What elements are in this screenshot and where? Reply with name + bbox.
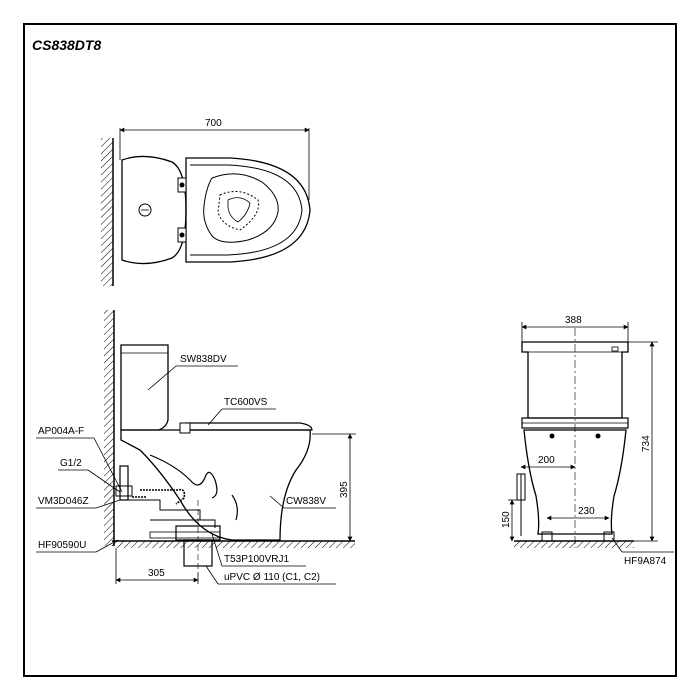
label-flange: HF90590U	[38, 540, 86, 551]
top-view-tank	[121, 155, 187, 265]
floor-bolt-right	[603, 531, 615, 542]
side-view-trapway	[149, 454, 218, 499]
top-view-bowl	[185, 157, 311, 263]
label-bolt: HF9A874	[624, 556, 667, 567]
dim-supply-height: 150	[501, 511, 512, 528]
label-tank: SW838DV	[180, 354, 227, 365]
drawing-border	[23, 23, 677, 677]
label-seat: TC600VS	[224, 397, 268, 408]
label-thread: G1/2	[60, 458, 82, 469]
front-view-bowl	[523, 429, 627, 535]
top-view: 700	[101, 118, 311, 286]
label-valve: VM3D046Z	[38, 496, 89, 507]
top-view-wall-hatch	[101, 138, 113, 286]
side-view-tank	[120, 344, 169, 431]
side-view: 395 305 SW838DV TC600VS AP004A-F G1/2 VM…	[36, 310, 356, 585]
side-view-bowl	[120, 429, 311, 541]
label-bowl: CW838V	[286, 496, 326, 507]
label-fitting: AP004A-F	[38, 426, 84, 437]
dim-rough-in: 305	[148, 568, 165, 579]
supply-hose	[132, 488, 186, 505]
dim-seat-height: 395	[339, 481, 350, 498]
flush-button	[138, 203, 152, 217]
side-view-seat	[185, 422, 313, 431]
front-view: 388 734 200 230 150 HF9A874	[501, 315, 674, 567]
dim-front-width: 388	[565, 315, 582, 326]
model-title: CS838DT8	[32, 37, 101, 53]
angle-valve	[119, 465, 129, 501]
side-view-wall-hatch	[104, 310, 114, 546]
dim-bolt-spacing: 230	[578, 506, 595, 517]
label-pipe: uPVC Ø 110 (C1, C2)	[224, 572, 320, 583]
dim-front-height: 734	[641, 435, 652, 452]
dim-top-width: 700	[205, 118, 222, 129]
rim-holes-pattern	[217, 190, 260, 231]
label-trap: T53P100VRJ1	[224, 554, 289, 565]
floor-bolt-left	[541, 531, 553, 542]
dim-supply-offset: 200	[538, 455, 555, 466]
